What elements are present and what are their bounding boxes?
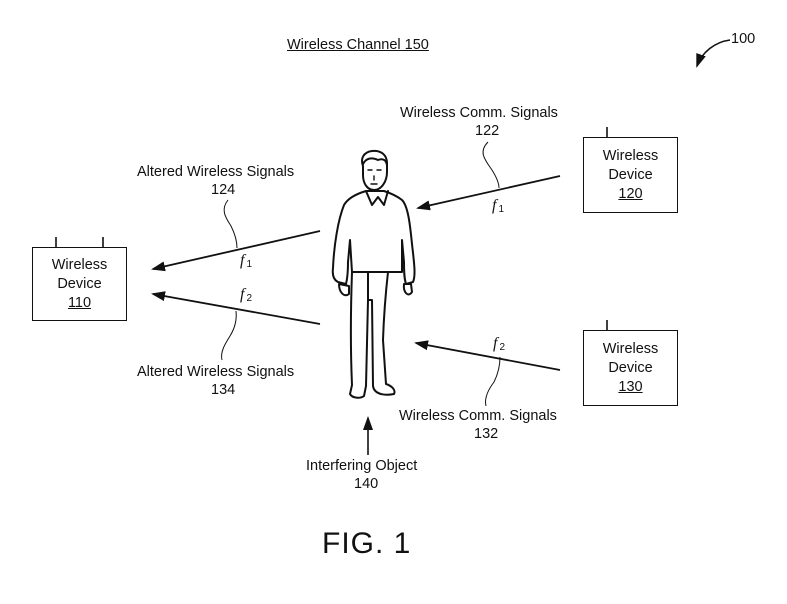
device-110-line1: Wireless — [51, 256, 108, 273]
device-120-number: 120 — [618, 185, 643, 202]
signal-124-arrow — [151, 230, 321, 272]
device-120-line1: Wireless — [602, 147, 659, 164]
signal-132-number: 132 — [474, 426, 499, 442]
device-120-line2: Device — [608, 166, 653, 183]
figure-reference-number: 100 — [731, 31, 756, 47]
freq-symbol: f — [240, 252, 245, 269]
signal-122-arrow — [416, 175, 561, 211]
signal-122-number: 122 — [475, 123, 500, 139]
signal-132-label: Wireless Comm. Signals — [399, 408, 557, 424]
person-figure — [331, 149, 416, 399]
wireless-device-110: Wireless Device 110 — [32, 247, 127, 321]
freq-symbol: f — [493, 335, 498, 352]
figure-label: FIG. 1 — [322, 527, 412, 560]
signal-124-number: 124 — [211, 182, 236, 198]
signal-134-number: 134 — [211, 382, 236, 398]
lead-line-132 — [485, 356, 501, 407]
ref-100-arrow — [696, 39, 731, 68]
interfering-object-label: Interfering Object — [306, 458, 418, 474]
wireless-device-130: Wireless Device 130 — [583, 330, 678, 406]
device-110-line2: Device — [57, 275, 102, 292]
device-130-line2: Device — [608, 359, 653, 376]
freq-subscript: 2 — [499, 342, 506, 353]
device-130-number: 130 — [618, 378, 643, 395]
signal-122-label: Wireless Comm. Signals — [400, 105, 558, 121]
interfering-object-number: 140 — [354, 476, 379, 492]
lead-line-124 — [223, 199, 238, 249]
signal-134-label: Altered Wireless Signals — [137, 364, 295, 380]
freq-subscript: 1 — [246, 259, 253, 270]
signal-134-arrow — [151, 291, 321, 325]
signal-132-arrow — [414, 340, 561, 371]
device-110-number: 110 — [67, 294, 92, 311]
device-130-line1: Wireless — [602, 340, 659, 357]
lead-line-122 — [482, 141, 500, 189]
freq-symbol: f — [240, 286, 245, 303]
diagram-title: Wireless Channel 150 — [287, 37, 429, 53]
freq-subscript: 2 — [246, 293, 253, 304]
wireless-device-120: Wireless Device 120 — [583, 137, 678, 213]
signal-124-label: Altered Wireless Signals — [137, 164, 295, 180]
freq-symbol: f — [492, 197, 497, 214]
lead-line-134 — [221, 310, 237, 361]
freq-subscript: 1 — [498, 204, 505, 215]
